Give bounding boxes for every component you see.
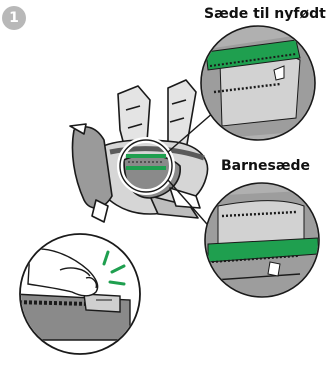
newborn-seat-zoom-circle [200, 26, 320, 140]
zipper-hand-detail-circle [14, 234, 140, 354]
child-seat-zoom-circle [204, 183, 324, 298]
